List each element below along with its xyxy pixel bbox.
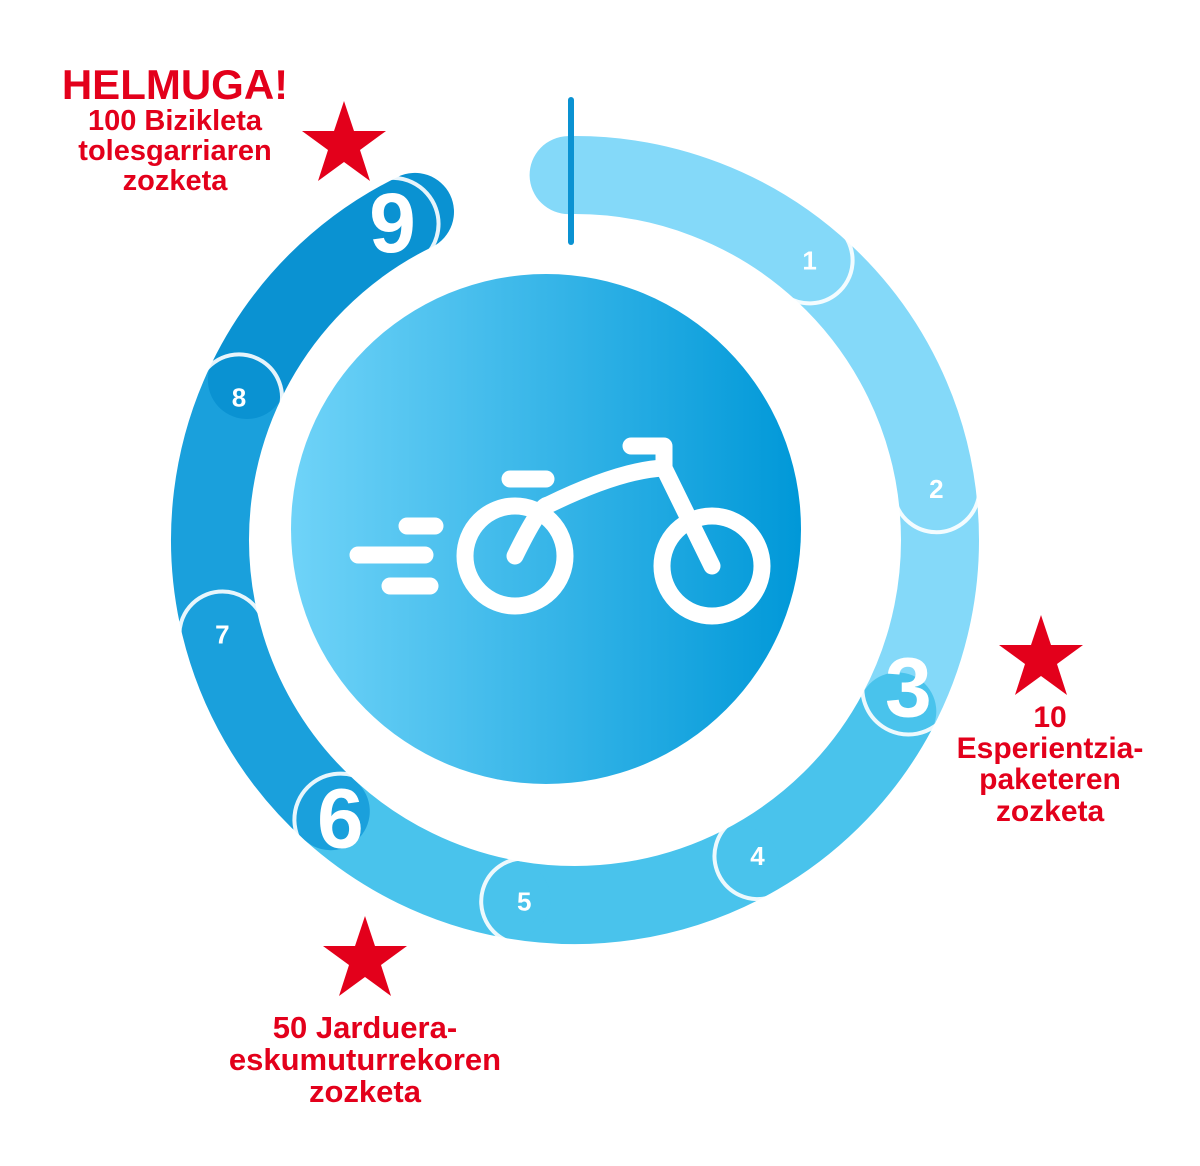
step-label-1: 1 [802,245,816,275]
goal-line-1: 100 Bizikleta [87,105,263,137]
step-label-9: 9 [369,176,416,270]
bicycle-with-motion-lines-icon [349,437,771,625]
step3-line-4: zozketa [995,794,1105,828]
goal-prize-text: HELMUGA! 100 Bizikleta tolesgarriaren zo… [30,61,320,198]
step-label-3: 3 [885,641,932,735]
step3-prize-text: 10 Esperientzia- paketeren zozketa [930,702,1170,827]
step3-line-3: paketeren [979,763,1121,797]
step3-line-2: Esperientzia- [956,732,1144,766]
step-node-3 [860,640,957,737]
step-node-4 [712,811,803,902]
goal-line-3: zozketa [122,165,228,198]
star-icon-step6 [323,916,407,996]
center-circle [291,274,801,784]
step-label-6: 6 [317,772,364,866]
star-icon-goal [302,101,386,181]
step6-line-1: 50 Jarduera- [272,1010,458,1045]
step3-line-1: 10 [1033,701,1067,734]
step6-line-2: eskumuturrekoren [228,1042,502,1078]
step-labels: 1 2 3 4 5 6 7 8 9 [215,176,943,917]
step-node-8 [194,352,284,443]
step-label-7: 7 [215,620,229,650]
progress-ring [171,136,982,947]
step6-line-3: zozketa [309,1074,421,1110]
step-label-2: 2 [929,474,943,504]
ring-segment-1 [529,136,863,313]
step-label-5: 5 [517,886,531,916]
ring-segment-2 [784,234,978,548]
step-label-4: 4 [750,841,765,871]
step-label-8: 8 [232,382,246,412]
goal-headline: HELMUGA! [61,61,289,108]
star-icon-step3 [999,615,1083,695]
step-node-5 [479,856,570,947]
goal-line-2: tolesgarriaren [78,135,272,168]
step-node-7 [177,589,268,680]
ring-segment-9 [207,172,454,419]
step6-prize-text: 50 Jarduera- eskumuturrekoren zozketa [190,1010,540,1110]
step-node-2 [891,444,982,535]
step-node-1 [764,215,855,306]
step-node-6 [292,771,389,868]
